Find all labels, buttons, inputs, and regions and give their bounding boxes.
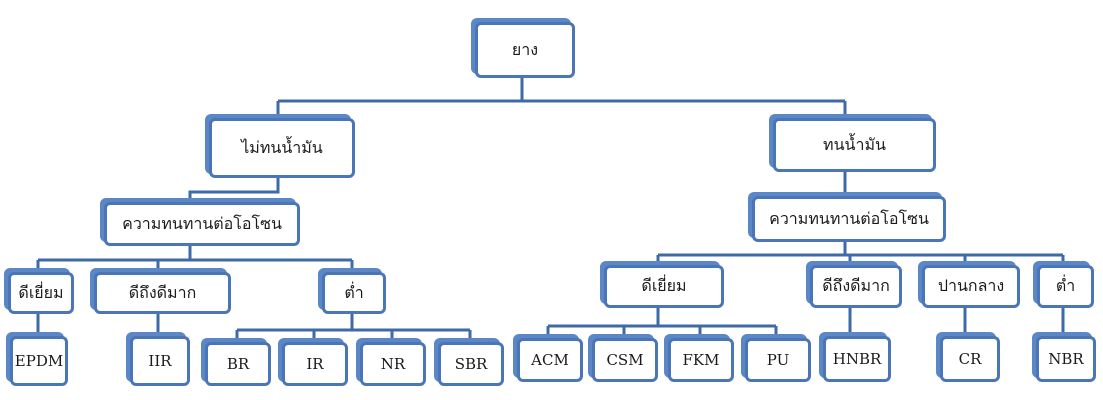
node-right-medium: ปานกลาง xyxy=(922,265,1020,308)
node-ozone-resistance-right: ความทนทานต่อโอโซน xyxy=(752,196,946,242)
leaf-sbr: SBR xyxy=(438,342,504,386)
leaf-hnbr: HNBR xyxy=(823,336,891,382)
leaf-pu: PU xyxy=(745,338,811,382)
node-right-good-to-very-good: ดีถึงดีมาก xyxy=(810,265,902,308)
node-left-low: ต่ำ xyxy=(322,272,386,314)
leaf-ir: IR xyxy=(282,342,348,386)
leaf-cr: CR xyxy=(940,336,1000,382)
leaf-acm: ACM xyxy=(517,338,583,382)
node-left-excellent: ดีเยี่ยม xyxy=(8,272,74,314)
node-oil-resistant: ทนน้ำมัน xyxy=(773,118,936,172)
leaf-fkm: FKM xyxy=(668,338,734,382)
node-ozone-resistance-left: ความทนทานต่อโอโซน xyxy=(104,202,300,246)
node-left-good-to-very-good: ดีถึงดีมาก xyxy=(94,272,231,314)
leaf-iir: IIR xyxy=(130,336,190,386)
edge-ozone-left xyxy=(36,246,354,272)
node-root: ยาง xyxy=(475,22,575,78)
leaf-br: BR xyxy=(205,342,271,386)
edge-non-oil xyxy=(188,178,280,202)
leaf-epdm: EPDM xyxy=(10,336,68,386)
edge-ozone-right xyxy=(656,242,1065,265)
node-right-low: ต่ำ xyxy=(1037,265,1094,308)
edge-r-excellent xyxy=(546,308,778,338)
leaf-csm: CSM xyxy=(592,338,658,382)
leaf-nr: NR xyxy=(360,342,426,386)
edge-l-low xyxy=(235,314,472,342)
edge-root xyxy=(276,78,847,118)
node-non-oil-resistant: ไม่ทนน้ำมัน xyxy=(209,118,355,178)
leaf-nbr: NBR xyxy=(1036,336,1096,382)
node-right-excellent: ดีเยี่ยม xyxy=(604,265,724,308)
